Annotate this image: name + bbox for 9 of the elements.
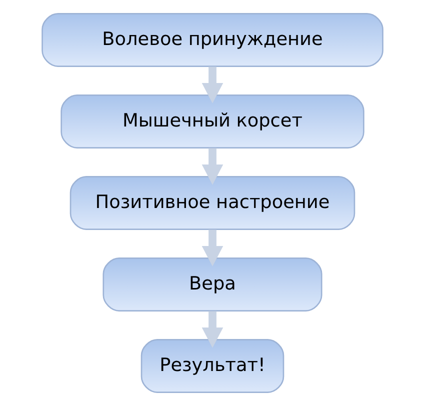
arrow — [202, 148, 224, 185]
node-box: Волевое принуждение — [42, 13, 384, 67]
node-box: Мышечный корсет — [60, 94, 364, 148]
arrow — [202, 311, 224, 348]
node-box: Результат! — [140, 339, 284, 393]
arrow — [202, 230, 224, 266]
node-box: Позитивное настроение — [70, 176, 356, 230]
node-box: Вера — [102, 258, 322, 312]
arrow — [202, 66, 224, 104]
